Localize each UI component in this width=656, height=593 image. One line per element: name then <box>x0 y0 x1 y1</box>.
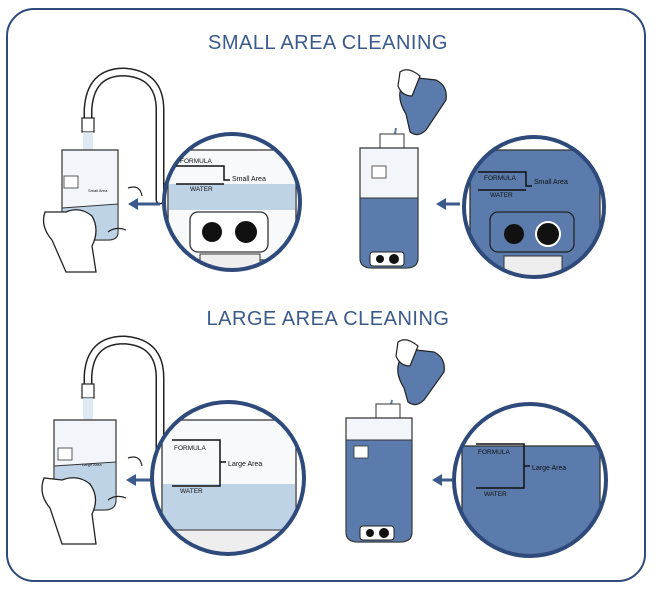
zoom-area-label-1: Small Area <box>232 176 266 183</box>
section-title-small-area: SMALL AREA CLEANING <box>208 32 448 54</box>
zoom-detail-large-area-formula: FORMULA WATER Large Area <box>452 402 608 558</box>
diagram-frame <box>6 8 646 582</box>
zoom-water-label-4: WATER <box>484 491 507 498</box>
zoom-formula-label-4: FORMULA <box>478 449 510 456</box>
arrow-to-zoom-1 <box>128 198 160 210</box>
zoom-area-label-3: Large Area <box>228 461 262 468</box>
faucet-fill-illustration-small: Small Area <box>42 67 165 273</box>
zoom-area-label-2: Small Area <box>534 179 568 186</box>
faucet-fill-illustration-large: Large Area <box>41 335 165 545</box>
bottle-label-large-area: Large Area <box>82 462 102 467</box>
zoom-water-label-1: WATER <box>190 186 213 193</box>
arrow-to-zoom-4 <box>432 474 452 486</box>
zoom-formula-label-2: FORMULA <box>484 175 516 182</box>
zoom-formula-label-3: FORMULA <box>174 445 206 452</box>
formula-pour-illustration-large <box>345 339 445 543</box>
zoom-detail-small-area-water: FORMULA WATER Small Area <box>162 132 302 272</box>
section-title-large-area: LARGE AREA CLEANING <box>206 308 450 330</box>
zoom-water-label-3: WATER <box>180 488 203 495</box>
formula-pour-illustration-small <box>359 69 447 269</box>
zoom-water-label-2: WATER <box>490 192 513 199</box>
zoom-formula-label-1: FORMULA <box>180 158 212 165</box>
arrow-to-zoom-2 <box>436 198 460 210</box>
bottle-label-small-area: Small Area <box>88 188 108 193</box>
zoom-area-label-4: Large Area <box>532 465 566 472</box>
zoom-detail-large-area-water: FORMULA WATER Large Area <box>150 400 306 556</box>
zoom-detail-small-area-formula: FORMULA WATER Small Area <box>462 135 606 279</box>
